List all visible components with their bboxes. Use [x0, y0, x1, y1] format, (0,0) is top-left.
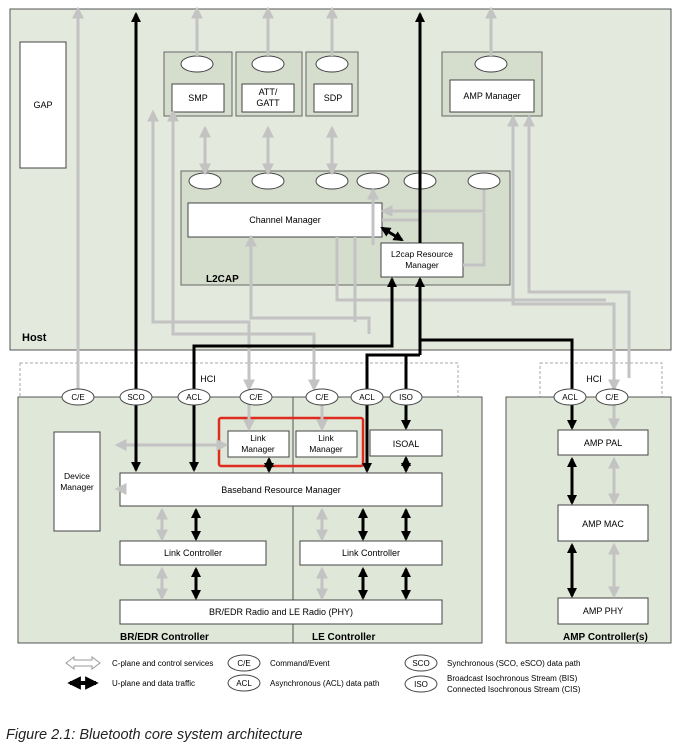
- amp-phy-box: [557, 597, 649, 625]
- legend-sco-text: Synchronous (SCO, eSCO) data path: [447, 659, 580, 668]
- port-sco-label: SCO: [127, 393, 144, 402]
- isoal-label: ISOAL: [393, 439, 420, 449]
- port-ce-3-label: C/E: [315, 393, 328, 402]
- port-ce-2-label: C/E: [249, 393, 262, 402]
- c-line-amp-ce: [507, 114, 620, 392]
- port-acl-2: [350, 388, 384, 406]
- c-line-res-right: [380, 190, 486, 217]
- legend-acl-oval: [227, 674, 261, 692]
- amp-mac-label: AMP MAC: [582, 519, 624, 529]
- hci-label-left: HCI: [200, 374, 216, 384]
- host-label: Host: [22, 332, 47, 344]
- channel-manager-label: Channel Manager: [249, 215, 321, 225]
- device-manager-label-2: Manager: [60, 482, 94, 492]
- port-ce-1-label: C/E: [71, 393, 84, 402]
- sap-oval-smp: [180, 55, 214, 73]
- legend-ce-oval: [227, 654, 261, 672]
- smp-box: [171, 83, 225, 113]
- port-acl-2-label: ACL: [359, 393, 375, 402]
- bredr-link-manager-label-2: Manager: [241, 444, 275, 454]
- sap-oval-l2-1: [188, 172, 222, 190]
- radio-box: [119, 599, 443, 625]
- legend-iso-oval: [404, 675, 438, 693]
- legend-iso-text-1: Broadcast Isochronous Stream (BIS): [447, 674, 578, 683]
- legend-iso-text-2: Connected Isochronous Stream (CIS): [447, 685, 581, 694]
- legend-ce-text: Command/Event: [270, 659, 330, 668]
- sap-oval-l2-3: [315, 172, 349, 190]
- port-acl-amp-label: ACL: [562, 393, 578, 402]
- sdp-label: SDP: [324, 93, 343, 103]
- sap-oval-l2-2: [251, 172, 285, 190]
- bredr-link-controller-label: Link Controller: [164, 548, 222, 558]
- legend-sco-symbol: SCO: [412, 659, 429, 668]
- port-sco: [119, 388, 153, 406]
- amp-manager-box: [449, 79, 535, 113]
- c-line-amp-ce-2: [523, 114, 631, 378]
- port-acl-amp: [553, 388, 587, 406]
- port-ce-1: [61, 388, 95, 406]
- port-ce-2: [239, 388, 273, 406]
- gap-label: GAP: [33, 100, 52, 110]
- amp-controller-label: AMP Controller(s): [563, 632, 648, 643]
- u-line-amp-acl: [418, 308, 574, 389]
- sap-oval-l2-4: [356, 172, 390, 190]
- legend-c-plane-arrow: [65, 656, 101, 670]
- gatt-label: GATT: [256, 98, 280, 108]
- le-link-controller-box: [299, 540, 443, 566]
- legend-ce-symbol: C/E: [237, 659, 250, 668]
- legend-c-plane-label: C-plane and control services: [112, 659, 213, 668]
- port-ce-amp: [595, 388, 629, 406]
- l2cap-label: L2CAP: [206, 274, 239, 285]
- bredr-link-controller-box: [119, 540, 267, 566]
- att-gatt-box: [241, 83, 295, 113]
- sap-oval-att: [251, 55, 285, 73]
- le-link-manager-label-2: Manager: [309, 444, 343, 454]
- hci-label-right: HCI: [586, 374, 602, 384]
- amp-phy-label: AMP PHY: [583, 606, 623, 616]
- bredr-controller-label: BR/EDR Controller: [120, 632, 209, 643]
- device-manager-box: [53, 431, 101, 532]
- port-acl-1-label: ACL: [186, 393, 202, 402]
- u-line-acl1: [188, 276, 398, 473]
- legend-acl-symbol: ACL: [236, 679, 252, 688]
- le-link-controller-label: Link Controller: [342, 548, 400, 558]
- att-label: ATT/: [259, 87, 278, 97]
- device-manager-label-1: Device: [64, 471, 90, 481]
- bredr-link-manager-label-1: Link: [250, 433, 266, 443]
- port-iso-label: ISO: [399, 393, 413, 402]
- port-acl-1: [177, 388, 211, 406]
- port-iso: [389, 388, 423, 406]
- amp-pal-box: [557, 429, 649, 456]
- smp-label: SMP: [188, 93, 208, 103]
- amp-mac-box: [557, 504, 649, 542]
- c-line-res-left: [463, 213, 486, 267]
- port-ce-3: [305, 388, 339, 406]
- legend-sco-oval: [404, 654, 438, 672]
- hci-ports: C/E SCO ACL C/E C/E ACL ISO ACL C/E: [61, 388, 629, 406]
- sdp-box: [313, 83, 353, 113]
- gap-box: [19, 41, 67, 169]
- resource-manager-label-2: Manager: [405, 260, 439, 270]
- legend-iso-symbol: ISO: [414, 680, 428, 689]
- le-link-manager-label-1: Link: [318, 433, 334, 443]
- le-controller-label: LE Controller: [312, 632, 375, 643]
- radio-label: BR/EDR Radio and LE Radio (PHY): [209, 607, 353, 617]
- baseband-label: Baseband Resource Manager: [221, 485, 341, 495]
- figure-caption: Figure 2.1: Bluetooth core system archit…: [6, 727, 303, 743]
- legend: C-plane and control services U-plane and…: [65, 654, 581, 694]
- u-line-acl2: [365, 353, 420, 389]
- sap-oval-sdp: [315, 55, 349, 73]
- resource-manager-label-1: L2cap Resource: [391, 249, 453, 259]
- u-line-cm-res: [380, 226, 404, 242]
- legend-u-plane-label: U-plane and data traffic: [112, 679, 195, 688]
- amp-manager-label: AMP Manager: [463, 91, 520, 101]
- port-ce-amp-label: C/E: [605, 393, 618, 402]
- sap-oval-amp: [474, 55, 508, 73]
- sap-oval-l2-6: [467, 172, 501, 190]
- legend-acl-text: Asynchronous (ACL) data path: [270, 679, 379, 688]
- amp-pal-label: AMP PAL: [584, 438, 622, 448]
